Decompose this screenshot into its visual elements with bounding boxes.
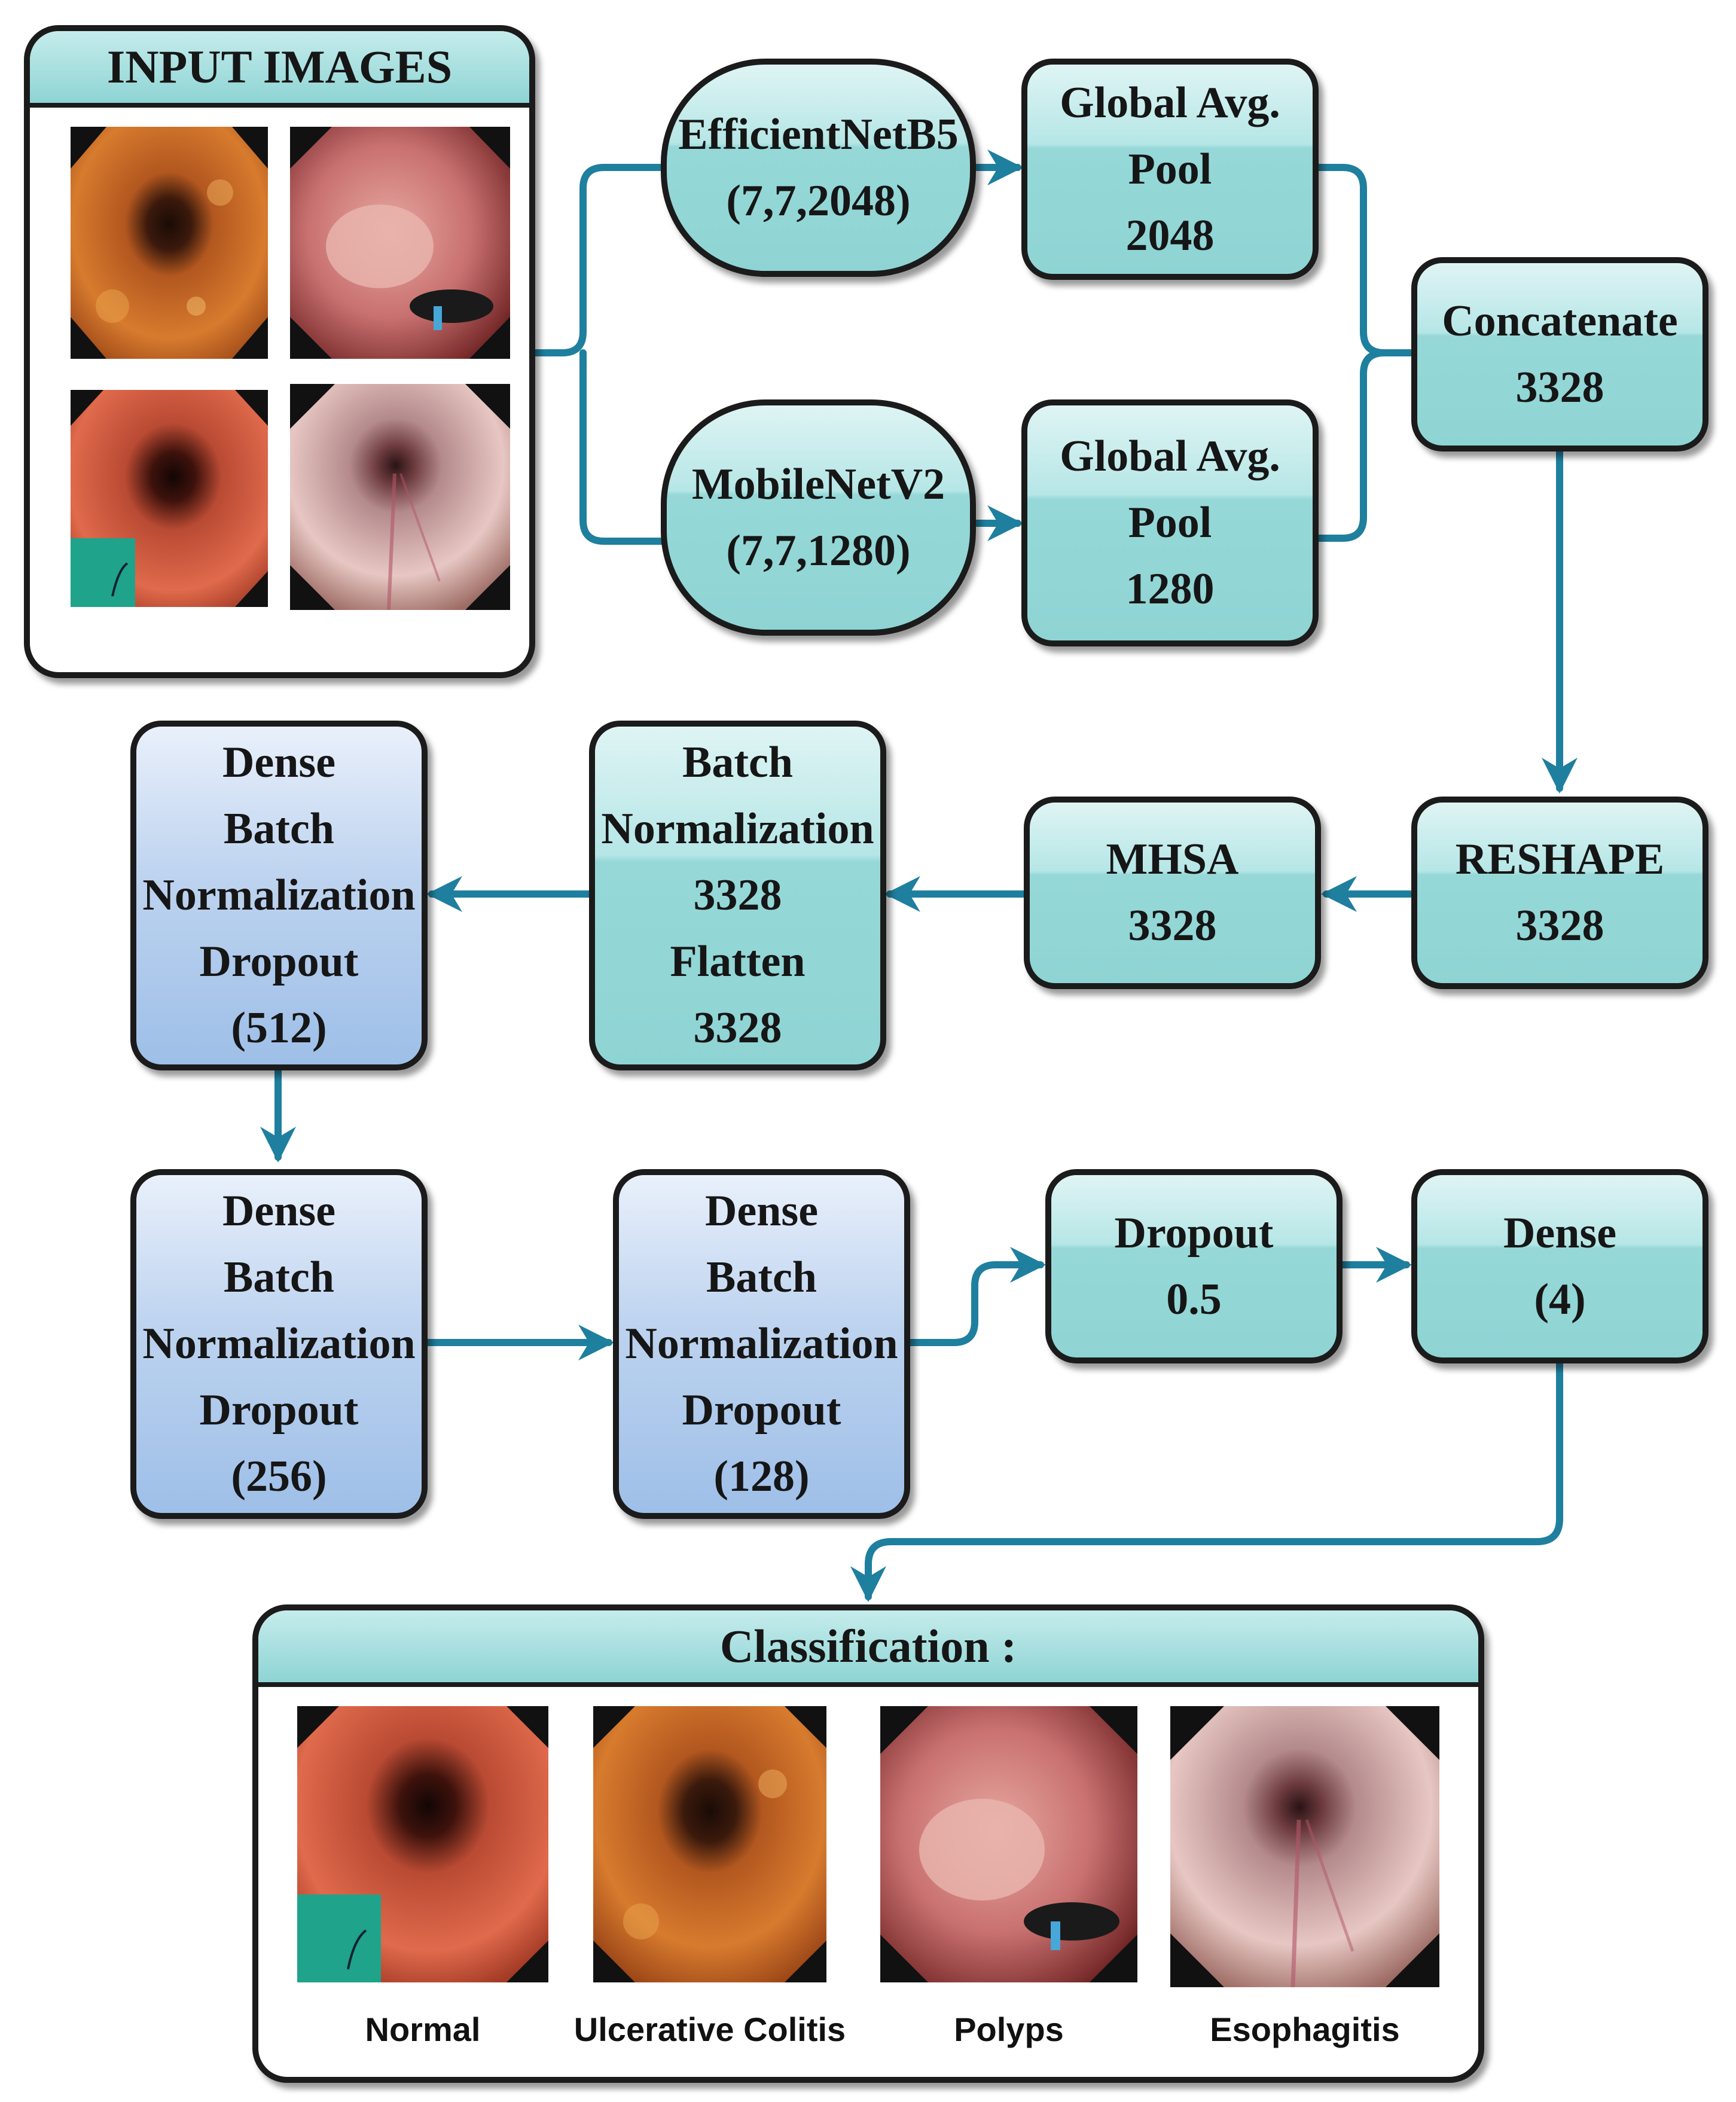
node-mhsa: MHSA 3328 [1024, 797, 1321, 989]
node-concatenate: Concatenate 3328 [1411, 257, 1708, 451]
input-images-panel: INPUT IMAGES [24, 25, 535, 678]
class-label-normal: Normal [365, 2011, 481, 2048]
arrow-input-split [532, 164, 667, 356]
arrow-gap-concat [1315, 164, 1414, 356]
class-label-polyps: Polyps [954, 2011, 1064, 2048]
node-dense-512: Dense Batch Normalization Dropout (512) [130, 721, 428, 1070]
arrow-input-split-lower [579, 349, 667, 545]
input-image-esophagitis [290, 384, 510, 610]
arrow-gap-concat-lower [1315, 349, 1388, 542]
node-dropout-0-5: Dropout 0.5 [1045, 1169, 1343, 1363]
node-dense-output: Dense (4) [1411, 1169, 1708, 1363]
input-image-ulcerative-colitis [71, 127, 268, 359]
input-images-title: INPUT IMAGES [30, 31, 529, 108]
classification-panel: Classification : [252, 1604, 1484, 2083]
node-reshape: RESHAPE 3328 [1411, 797, 1708, 989]
node-global-avg-pool-2048: Global Avg. Pool 2048 [1021, 59, 1319, 280]
class-label-ulcerative-colitis: Ulcerative Colitis [573, 2011, 846, 2048]
class-image-normal [297, 1706, 548, 1982]
node-dense-128: Dense Batch Normalization Dropout (128) [613, 1169, 910, 1519]
node-mobilenetv2: MobileNetV2 (7,7,1280) [661, 399, 976, 636]
arrow-dense-classification [850, 1360, 1563, 1602]
node-batchnorm-flatten: Batch Normalization 3328 Flatten 3328 [589, 721, 886, 1070]
input-image-polyps [290, 127, 510, 359]
class-image-polyps [880, 1706, 1137, 1982]
classification-title: Classification : [258, 1610, 1478, 1687]
class-image-ulcerative-colitis [593, 1706, 826, 1982]
node-dense-256: Dense Batch Normalization Dropout (256) [130, 1169, 428, 1519]
node-global-avg-pool-1280: Global Avg. Pool 1280 [1021, 399, 1319, 646]
input-image-normal [71, 390, 268, 607]
class-image-esophagitis [1170, 1706, 1439, 1987]
node-efficientnetb5: EfficientNetB5 (7,7,2048) [661, 59, 976, 277]
class-label-esophagitis: Esophagitis [1210, 2011, 1400, 2048]
arrow-dense128-dropout [904, 1247, 1046, 1346]
